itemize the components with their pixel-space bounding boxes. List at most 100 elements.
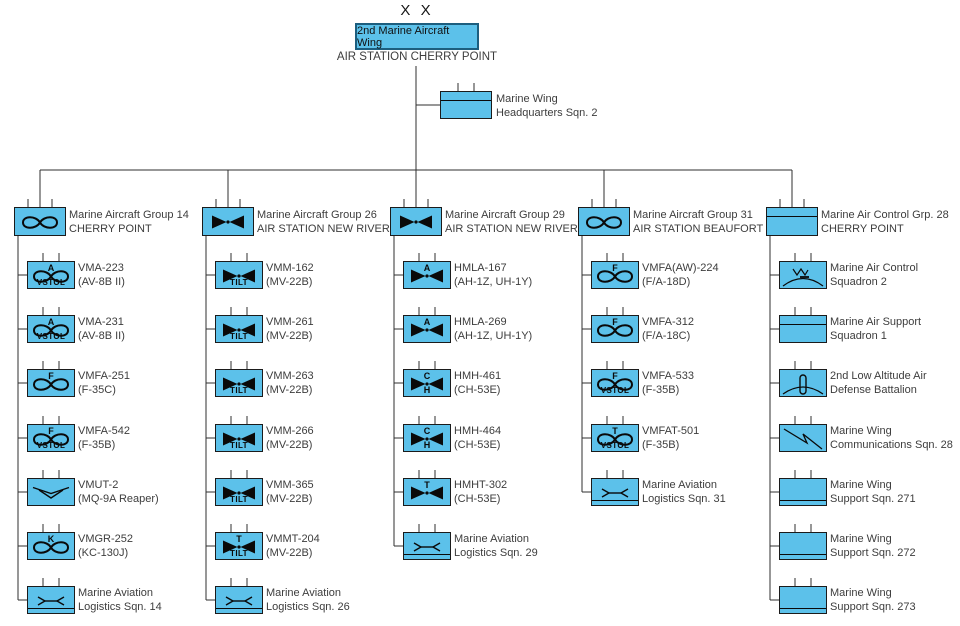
band-line <box>780 608 826 609</box>
unit-label-vma-231: VMA-231(AV-8B II) <box>78 316 125 342</box>
rotary-icon <box>223 486 255 500</box>
unit-box-vmm-365: TILT <box>215 478 263 506</box>
unit-box-marine-wing <box>779 424 827 452</box>
mals-icon <box>225 596 253 606</box>
icon-modifier-label: TILT <box>230 549 248 558</box>
fixed-wing-icon <box>32 433 70 446</box>
icon-modifier-label: TILT <box>230 495 248 504</box>
fixed-wing-icon <box>596 378 634 391</box>
group-box-marine-aircraft-group-29 <box>390 207 442 236</box>
band-line <box>780 324 826 325</box>
unit-box-marine-wing <box>779 532 827 560</box>
rotary-icon <box>411 269 443 283</box>
unit-box-marine-aviation <box>27 586 75 614</box>
rotary-icon <box>223 269 255 283</box>
group-box-marine-aircraft-group-31 <box>578 207 630 236</box>
icon-letter-top: F <box>612 263 618 273</box>
icon-modifier-label: VSTOL <box>600 441 630 450</box>
unit-box-hmla-167: A <box>403 261 451 289</box>
unit-label-hmla-269: HMLA-269(AH-1Z, UH-1Y) <box>454 316 533 342</box>
air-defense-icon <box>782 374 824 395</box>
band-line <box>780 554 826 555</box>
unit-label-vmfa-251: VMFA-251(F-35C) <box>78 370 130 396</box>
group-box-marine-aircraft-group-26 <box>202 207 254 236</box>
icon-letter-top: A <box>47 317 55 327</box>
unit-box-vmmt-204: T TILT <box>215 532 263 560</box>
unit-label-vmm-266: VMM-266(MV-22B) <box>266 425 314 451</box>
fixed-wing-icon <box>32 324 70 337</box>
unit-label-vmm-261: VMM-261(MV-22B) <box>266 316 314 342</box>
unit-box-hmla-269: A <box>403 315 451 343</box>
uav-icon <box>32 486 70 499</box>
icon-letter-top: F <box>48 371 54 381</box>
rotary-icon <box>411 432 443 446</box>
unit-box-vmgr-252: K <box>27 532 75 560</box>
unit-box-vmfat-501: T VSTOL <box>591 424 639 452</box>
wing-unit-box: 2nd Marine Aircraft Wing <box>355 23 479 50</box>
fixed-wing-icon <box>32 270 70 283</box>
icon-letter-top: A <box>423 263 431 273</box>
icon-modifier-label: TILT <box>230 278 248 287</box>
unit-box-marine-aviation <box>215 586 263 614</box>
fixed-wing-icon <box>585 216 623 229</box>
unit-box-vmm-266: TILT <box>215 424 263 452</box>
icon-modifier-label: VSTOL <box>600 386 630 395</box>
unit-box-2nd-low-altitude-air <box>779 369 827 397</box>
icon-letter-top: T <box>236 534 242 544</box>
icon-modifier-label: TILT <box>230 332 248 341</box>
unit-label-vma-223: VMA-223(AV-8B II) <box>78 262 125 288</box>
unit-box-vmfa-251: F <box>27 369 75 397</box>
unit-box-marine-wing <box>779 586 827 614</box>
unit-box-marine-aviation <box>591 478 639 506</box>
icon-letter-bottom: H <box>423 385 431 395</box>
icon-modifier-label: VSTOL <box>36 332 66 341</box>
unit-box-vmm-263: TILT <box>215 369 263 397</box>
unit-label-hmla-167: HMLA-167(AH-1Z, UH-1Y) <box>454 262 533 288</box>
unit-box-vmfa-533: F VSTOL <box>591 369 639 397</box>
icon-letter-top: C <box>423 371 431 381</box>
unit-box-hmht-302: T <box>403 478 451 506</box>
unit-label-vmmt-204: VMMT-204(MV-22B) <box>266 533 320 559</box>
unit-label-vmfat-501: VMFAT-501(F-35B) <box>642 425 700 451</box>
fixed-wing-icon <box>32 541 70 554</box>
fixed-wing-icon <box>21 216 59 229</box>
unit-label-vmm-162: VMM-162(MV-22B) <box>266 262 314 288</box>
rotary-icon <box>223 377 255 391</box>
icon-letter-top: A <box>47 263 55 273</box>
rotary-icon <box>411 486 443 500</box>
rotary-icon <box>411 323 443 337</box>
band-line <box>216 608 262 609</box>
unit-box-vmfa-312: F <box>591 315 639 343</box>
unit-label-vmfa-533: VMFA-533(F-35B) <box>642 370 694 396</box>
icon-letter-top: F <box>48 426 54 436</box>
band-line <box>28 608 74 609</box>
unit-box-marine-air-control <box>779 261 827 289</box>
rotary-icon <box>411 377 443 391</box>
icon-letter-top: F <box>612 371 618 381</box>
unit-box-vmm-162: TILT <box>215 261 263 289</box>
unit-label-vmfa-aw-224: VMFA(AW)-224(F/A-18D) <box>642 262 719 288</box>
rotary-icon <box>223 432 255 446</box>
icon-letter-top: T <box>612 426 618 436</box>
fixed-wing-icon <box>32 378 70 391</box>
rotary-icon <box>400 215 432 229</box>
wing-unit-name: 2nd Marine Aircraft Wing <box>357 24 450 49</box>
icon-modifier-label: TILT <box>230 386 248 395</box>
